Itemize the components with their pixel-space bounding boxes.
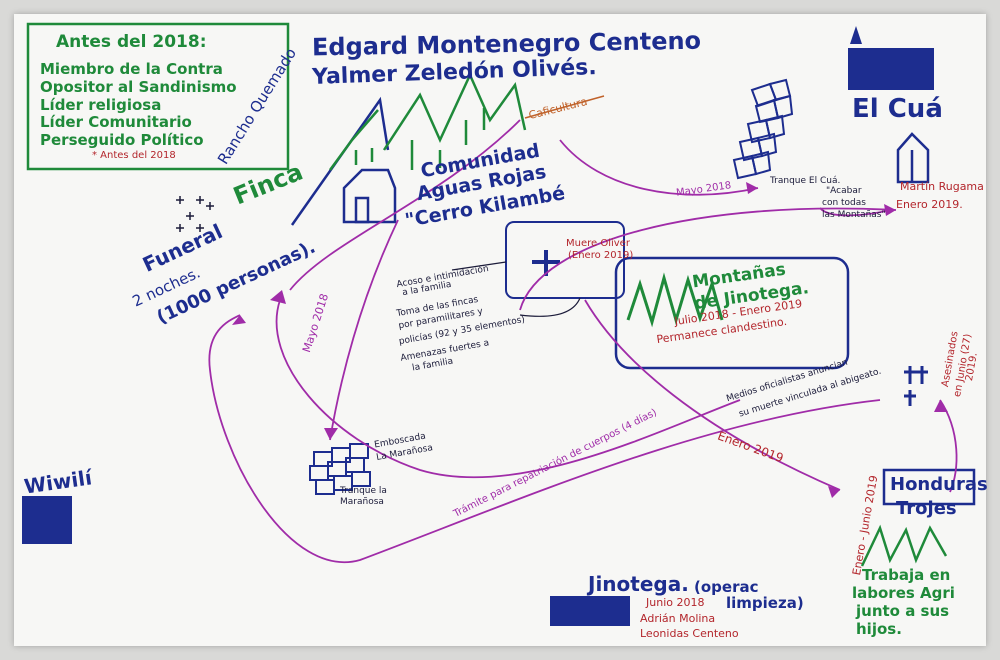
oliver-box-border: [505, 221, 625, 299]
mountain-icon: [290, 96, 390, 226]
enero-el-cua: Enero 2019.: [896, 198, 963, 211]
honduras-label: Honduras: [890, 474, 988, 495]
connector-lines: [451, 261, 581, 317]
flag-icon: [850, 26, 862, 44]
flag-icon: [22, 496, 72, 544]
paper-sheet: [14, 14, 986, 646]
honduras-work-line: junto a sus: [856, 602, 950, 620]
small-crosses-icon: [176, 196, 214, 232]
flag-icon: [550, 596, 630, 626]
antes-item: Perseguido Político: [40, 131, 204, 149]
antes-note: * Antes del 2018: [92, 150, 176, 161]
montanas-box-border: [614, 256, 850, 370]
trojes-label: Trojes: [896, 498, 957, 519]
tranque-maranosa: Tranque la: [340, 486, 387, 496]
house-icon: [896, 132, 930, 184]
honduras-work-line: Trabaja en: [862, 566, 951, 584]
honduras-work-line: hijos.: [856, 620, 902, 638]
acabar-line: "Acabar: [826, 186, 862, 196]
antes-item: Opositor al Sandinismo: [40, 78, 237, 96]
mountain-icon: [626, 272, 724, 328]
antes-item: Líder religiosa: [40, 96, 162, 114]
antes-item: Líder Comunitario: [40, 113, 192, 131]
el-cua-title: El Cuá: [852, 94, 943, 124]
acabar-line: las Montañas": [822, 210, 886, 220]
arrow-icon: [232, 182, 948, 498]
jinotega-leonidas: Leonidas Centeno: [640, 627, 739, 640]
martin-rugama: Martín Rugama: [900, 180, 984, 193]
honduras-work-line: labores Agri: [852, 584, 955, 602]
tree-icon: [328, 71, 527, 171]
barricade-icon: [732, 78, 794, 180]
jinotega-limpieza: limpieza): [726, 594, 804, 612]
barricade-icon: [309, 443, 371, 495]
flag-icon: [848, 48, 934, 90]
tranque-el-cua: Tranque El Cuá.: [770, 176, 841, 186]
antes-item: Miembro de la Contra: [40, 60, 223, 78]
antes-title: Antes del 2018:: [56, 32, 207, 52]
jinotega-adrian: Adrián Molina: [640, 612, 716, 625]
jinotega-operacion: (operac: [694, 578, 759, 596]
jinotega-title: Jinotega.: [588, 572, 689, 596]
cross-icon: [532, 250, 560, 276]
house-icon: [342, 168, 397, 224]
cross-icon: [904, 366, 928, 406]
antes-box-border: [26, 22, 290, 171]
route-arrows: [208, 119, 958, 563]
oliver-label: Muere Oliver: [566, 238, 630, 249]
caficultura-underline: [524, 95, 605, 119]
mountain-icon: [860, 524, 948, 567]
oliver-date: (Enero 2019): [568, 250, 634, 261]
jinotega-junio: Junio 2018: [646, 596, 705, 609]
tranque-maranosa: Marañosa: [340, 497, 384, 507]
honduras-box-border: [882, 468, 976, 506]
acabar-line: con todas: [822, 198, 866, 208]
